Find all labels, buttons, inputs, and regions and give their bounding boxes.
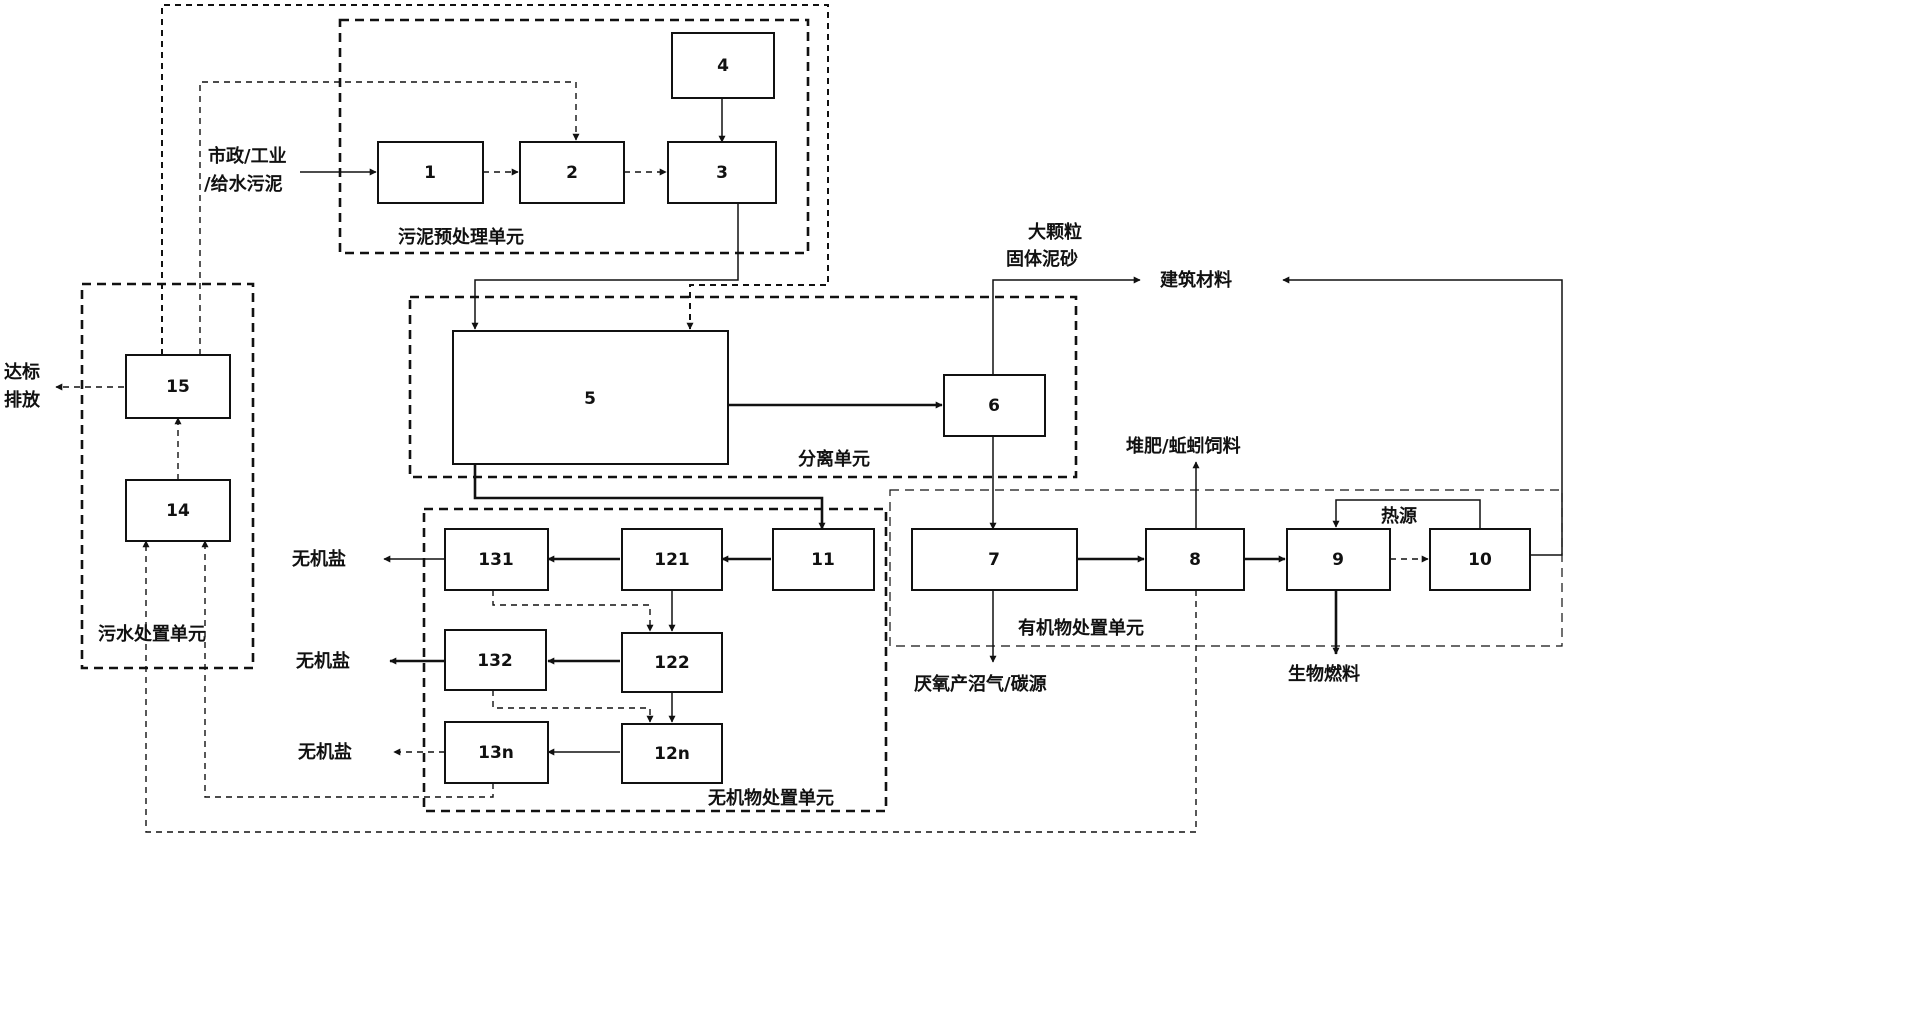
sewage-unit-label: 污水处置单元	[98, 623, 206, 645]
inorganic-salt-label-2: 无机盐	[296, 650, 350, 672]
box-1-label: 1	[424, 163, 436, 183]
box-11-label: 11	[811, 550, 835, 570]
separation-unit-label: 分离单元	[798, 448, 870, 470]
box-15: 15	[125, 354, 231, 419]
box-122: 122	[621, 632, 723, 693]
box-7: 7	[911, 528, 1078, 591]
separation-unit-boundary	[408, 295, 1078, 479]
box-15-label: 15	[166, 377, 190, 397]
sewage-unit-boundary	[80, 282, 255, 670]
return-15-to-2	[199, 81, 580, 355]
box-122-label: 122	[654, 653, 690, 673]
box-14: 14	[125, 479, 231, 542]
box-5: 5	[452, 330, 729, 465]
large-particles-label-line2: 固体泥砂	[1006, 248, 1078, 270]
inorganic-unit-boundary	[422, 507, 888, 813]
box-9: 9	[1286, 528, 1391, 591]
pretreatment-unit-label: 污泥预处理单元	[398, 226, 524, 248]
box-10: 10	[1429, 528, 1531, 591]
process-flow-diagram: 1 2 3 4 5 6 7 8 9 10 11 121	[4, 4, 1563, 833]
box-2: 2	[519, 141, 625, 204]
heat-source-label: 热源	[1381, 505, 1417, 527]
box-131-label: 131	[478, 550, 514, 570]
flow-3-to-5	[471, 203, 739, 330]
box-5-label: 5	[584, 389, 596, 409]
biogas-label: 厌氧产沼气/碳源	[914, 673, 1047, 695]
box-12n: 12n	[621, 723, 723, 784]
return-13n-to-14	[201, 540, 494, 798]
box-2-label: 2	[566, 163, 578, 183]
return-15-to-5	[161, 4, 829, 355]
box-12n-label: 12n	[654, 744, 690, 764]
inorganic-salt-label-3: 无机盐	[298, 741, 352, 763]
flow-10-to-building-materials	[1282, 276, 1563, 556]
box-13n: 13n	[444, 721, 549, 784]
box-132-label: 132	[477, 651, 513, 671]
box-4: 4	[671, 32, 775, 99]
box-121-label: 121	[654, 550, 690, 570]
flow-10-heat-to-9	[1332, 499, 1481, 529]
box-3-label: 3	[716, 163, 728, 183]
box-6: 6	[943, 374, 1046, 437]
box-8-label: 8	[1189, 550, 1201, 570]
box-1: 1	[377, 141, 484, 204]
inorganic-unit-label: 无机物处置单元	[708, 787, 834, 809]
box-131: 131	[444, 528, 549, 591]
box-9-label: 9	[1332, 550, 1344, 570]
box-11: 11	[772, 528, 875, 591]
organic-unit-boundary	[889, 489, 1563, 647]
box-121: 121	[621, 528, 723, 591]
input-sludge-label-line2: /给水污泥	[204, 173, 283, 195]
compost-label: 堆肥/蚯蚓饲料	[1126, 435, 1241, 457]
box-13n-label: 13n	[478, 743, 514, 763]
box-8: 8	[1145, 528, 1245, 591]
pretreatment-unit-boundary	[338, 18, 810, 255]
box-4-label: 4	[717, 56, 729, 76]
large-particles-label-line1: 大颗粒	[1028, 221, 1082, 243]
discharge-label-line1: 达标	[4, 361, 40, 383]
building-materials-label: 建筑材料	[1160, 269, 1232, 291]
flow-6-to-building-materials	[992, 276, 1141, 375]
flow-132-to-12n	[492, 690, 654, 723]
box-14-label: 14	[166, 501, 190, 521]
discharge-label-line2: 排放	[4, 389, 41, 411]
flow-131-to-122	[492, 590, 654, 632]
box-3: 3	[667, 141, 777, 204]
organic-unit-label: 有机物处置单元	[1018, 617, 1144, 639]
box-132: 132	[444, 629, 547, 691]
return-8-to-14	[142, 540, 1197, 833]
box-7-label: 7	[988, 550, 1000, 570]
biofuel-label: 生物燃料	[1288, 663, 1360, 685]
box-10-label: 10	[1468, 550, 1492, 570]
flow-5-to-11	[473, 464, 826, 530]
inorganic-salt-label-1: 无机盐	[292, 548, 346, 570]
box-6-label: 6	[988, 396, 1000, 416]
input-sludge-label-line1: 市政/工业	[208, 145, 287, 167]
